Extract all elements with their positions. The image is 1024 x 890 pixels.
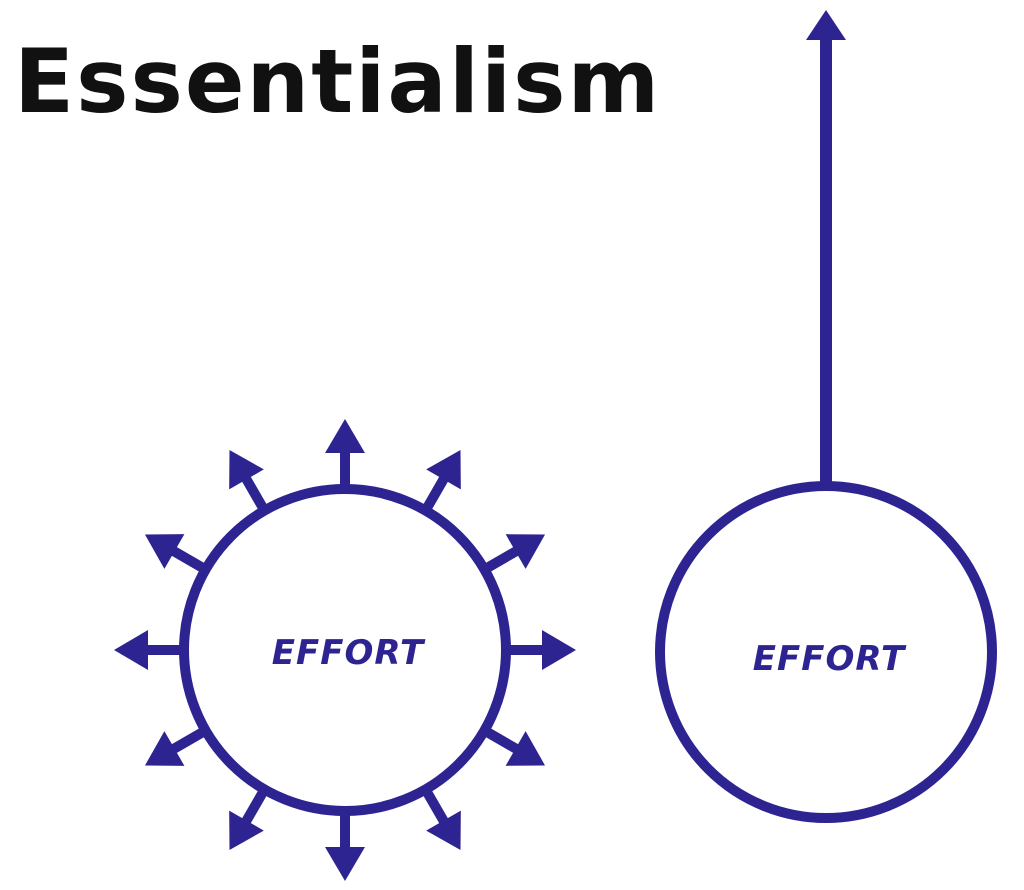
scattered-arrow-head — [325, 419, 365, 453]
scattered-arrow-head — [426, 449, 461, 490]
scattered-arrow-head — [505, 534, 546, 569]
scattered-arrow-head — [426, 810, 461, 851]
focused-effort-figure: EFFORT — [655, 10, 997, 823]
scattered-arrow-head — [144, 731, 185, 766]
scattered-arrow-head — [144, 534, 185, 569]
left-effort-label: EFFORT — [272, 633, 426, 673]
focused-arrow-head — [806, 10, 846, 40]
scattered-arrow-head — [542, 630, 576, 670]
scattered-arrow-head — [505, 731, 546, 766]
scattered-effort-figure: EFFORT — [114, 419, 576, 881]
scattered-arrow-shaft — [485, 728, 522, 755]
scattered-arrow-shaft — [240, 790, 267, 827]
left-effort-circle — [179, 484, 511, 816]
scattered-arrow-shaft — [168, 545, 205, 572]
scattered-arrow-head — [229, 449, 264, 490]
scattered-arrow-head — [229, 810, 264, 851]
scattered-arrow-shaft — [423, 790, 450, 827]
scattered-arrow-shaft — [485, 545, 522, 572]
scattered-arrow-shaft — [240, 473, 267, 510]
scattered-arrow-shaft — [168, 728, 205, 755]
scattered-arrows — [114, 419, 576, 881]
right-effort-label: EFFORT — [753, 639, 907, 679]
page-title: Essentialism — [14, 30, 662, 133]
scattered-arrow-head — [325, 847, 365, 881]
scattered-arrow-shaft — [423, 473, 450, 510]
scattered-arrow-head — [114, 630, 148, 670]
